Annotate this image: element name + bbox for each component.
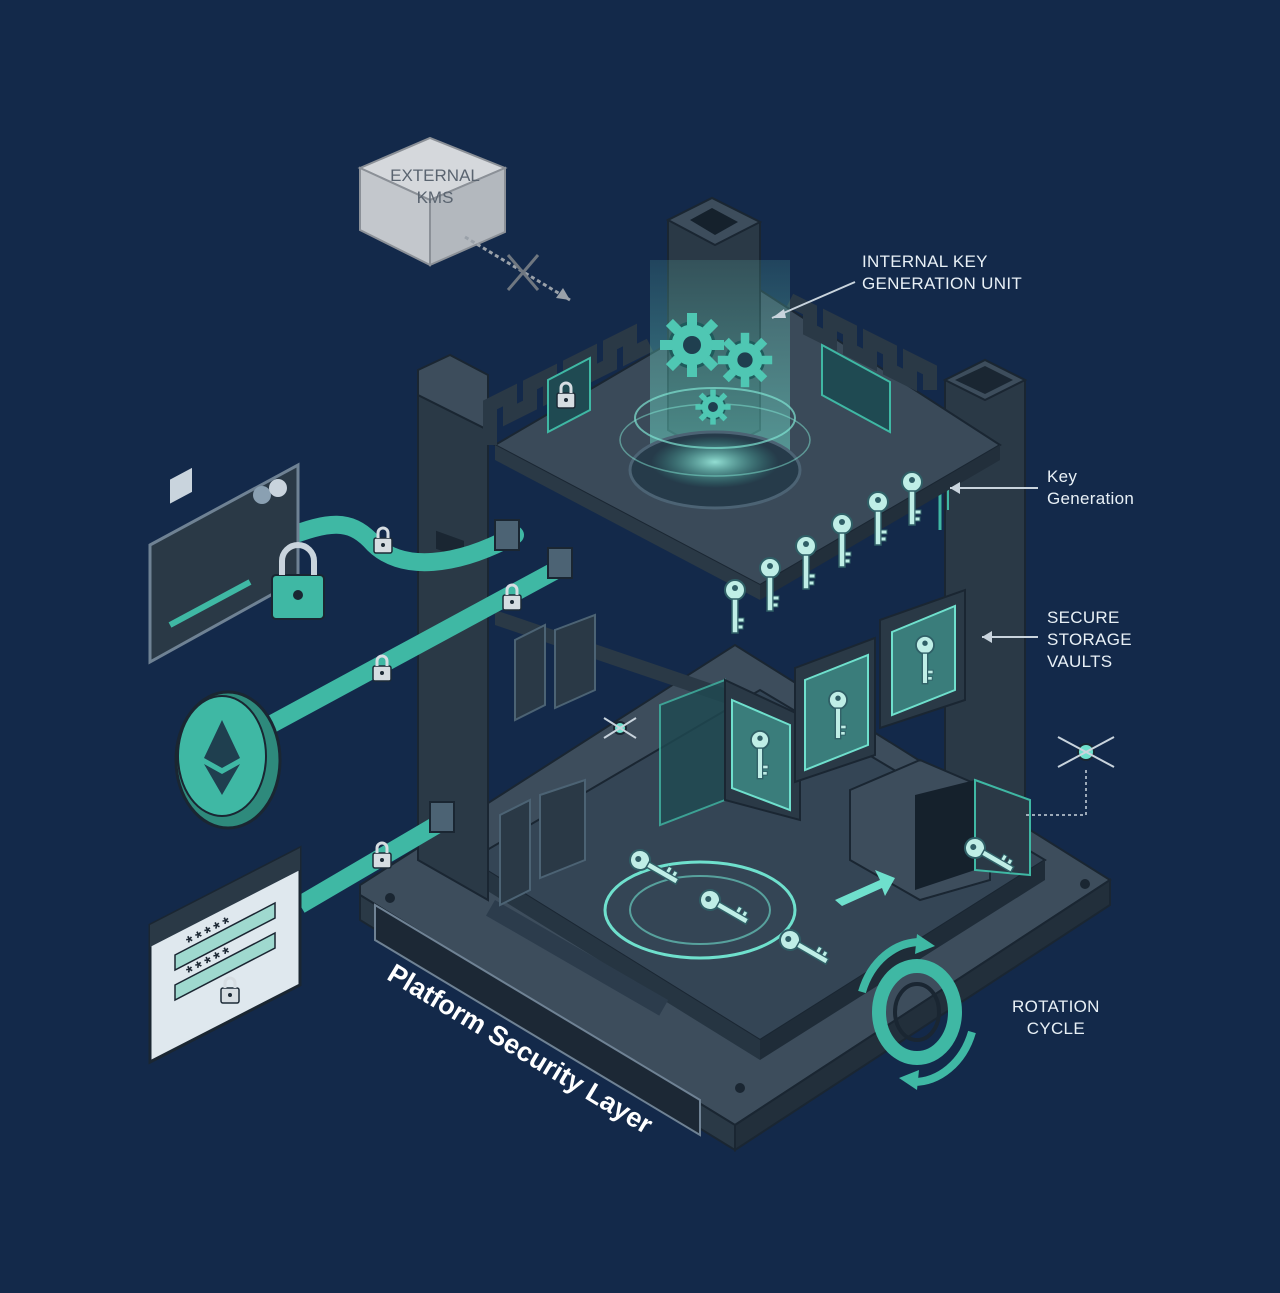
gear-icon [716,331,774,389]
ethereum-coin-icon [174,690,282,830]
login-form-icon [148,845,302,1065]
drone-icon [603,717,637,739]
external-kms-label: EXTERNAL KMS [390,166,480,207]
secure-storage-label: SECURE STORAGE VAULTS [1047,608,1132,671]
vault-row [659,588,1031,902]
rotation-arrows-icon [858,934,976,1090]
key-generation-spire [619,196,811,510]
rotation-cycle-label: ROTATION CYCLE [1012,997,1100,1038]
credit-card-icon [148,462,300,665]
server-rack-icon [514,613,596,722]
large-padlock-icon [271,542,325,620]
internal-key-label: INTERNAL KEY GENERATION UNIT [862,252,1023,293]
server-racks [499,613,596,907]
key-icon [724,579,746,634]
server-rack-icon [499,778,586,907]
rotation-floor-keys [603,833,1019,972]
padlock-icon [372,526,394,555]
callout-lines [771,281,1038,643]
external-kms-box [357,136,571,302]
connection-pipes [265,515,573,913]
key-generation-label: Key Generation [1047,467,1135,508]
middle-floor [495,610,730,705]
drone-icon [1057,736,1115,768]
gear-icon [658,311,726,379]
gear-icon [694,388,732,426]
vault-open-icon [849,758,1031,902]
